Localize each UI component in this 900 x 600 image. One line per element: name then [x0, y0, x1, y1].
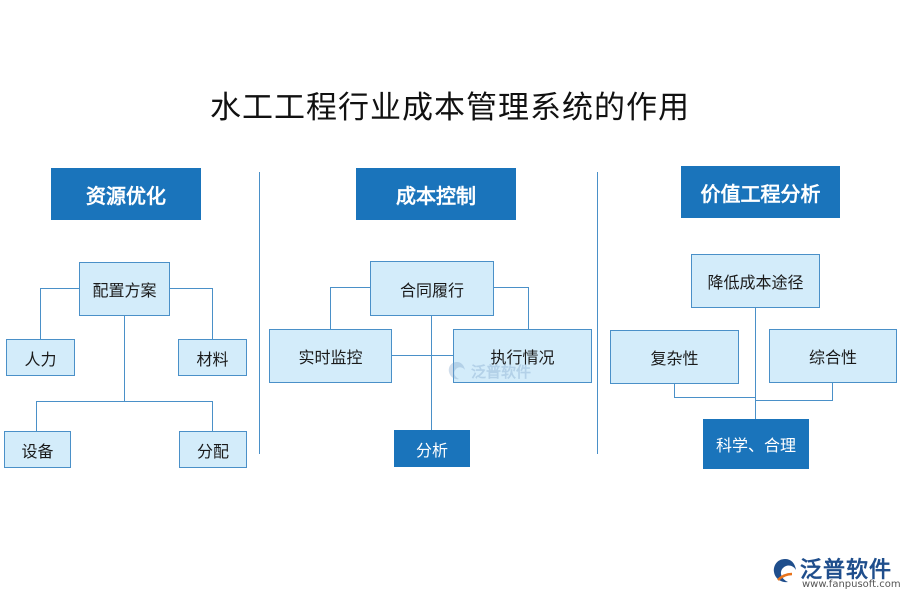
connector: [755, 307, 756, 421]
connector: [755, 400, 833, 401]
node-equipment: 设备: [4, 431, 71, 468]
node-manpower: 人力: [6, 339, 75, 376]
section-header-cost-control: 成本控制: [356, 168, 516, 220]
section-header-resource: 资源优化: [51, 168, 201, 220]
node-scientific-rational: 科学、合理: [703, 419, 809, 469]
column-divider: [259, 172, 260, 454]
connector: [528, 287, 529, 329]
node-contract-performance: 合同履行: [370, 261, 494, 316]
node-execution-status: 执行情况: [453, 329, 592, 383]
connector: [124, 315, 125, 402]
connector: [212, 288, 213, 340]
node-allocation: 分配: [179, 431, 247, 468]
connector: [431, 315, 432, 431]
connector: [40, 288, 80, 289]
brand-logo-icon: [448, 362, 465, 380]
connector: [36, 401, 37, 432]
brand-url: www.fanpusoft.com: [802, 579, 900, 590]
connector: [212, 401, 213, 432]
page-title: 水工工程行业成本管理系统的作用: [210, 90, 690, 126]
connector: [330, 287, 371, 288]
node-config-plan: 配置方案: [79, 262, 170, 316]
brand-logo: 泛普软件 www.fanpusoft.com: [770, 552, 900, 592]
connector: [832, 382, 833, 401]
connector: [674, 383, 675, 398]
section-header-value-engineering: 价值工程分析: [681, 166, 840, 218]
node-realtime-monitoring: 实时监控: [269, 329, 392, 383]
watermark-text: 泛普软件: [471, 362, 532, 381]
connector: [330, 287, 331, 329]
connector: [36, 401, 213, 402]
connector: [391, 355, 454, 356]
watermark-center: 泛普软件: [446, 360, 531, 382]
brand-logo-icon: [773, 559, 796, 583]
node-comprehensiveness: 综合性: [769, 329, 897, 383]
connector: [169, 288, 212, 289]
connector: [40, 288, 41, 340]
column-divider: [597, 172, 598, 454]
node-complexity: 复杂性: [610, 330, 739, 384]
node-materials: 材料: [178, 339, 247, 376]
node-cost-reduction-path: 降低成本途径: [691, 254, 820, 308]
brand-name: 泛普软件: [800, 558, 893, 583]
connector: [674, 397, 756, 398]
node-analysis: 分析: [394, 430, 470, 467]
connector: [493, 287, 529, 288]
